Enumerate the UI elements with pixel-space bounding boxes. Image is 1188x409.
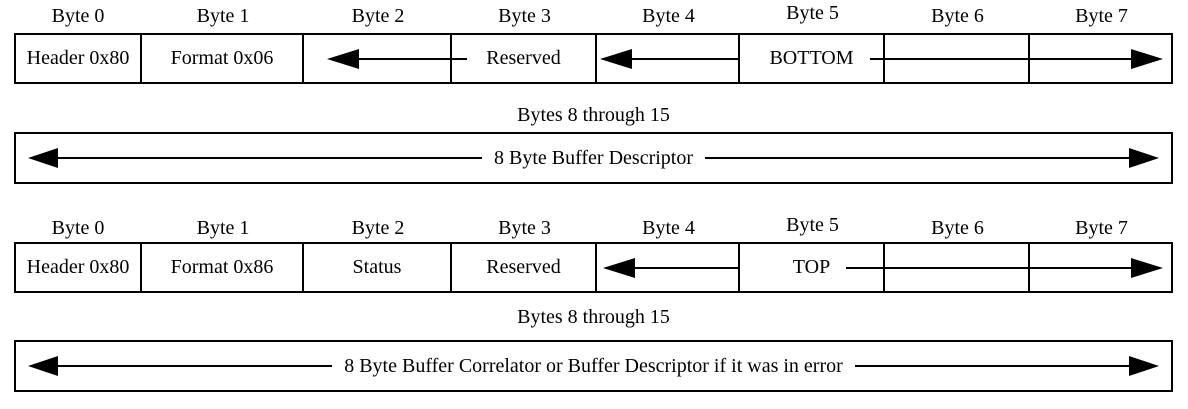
byte-table: Header 0x80 Format 0x06 Reserved BOTTOM: [14, 33, 1173, 84]
reserved-cell: Reserved: [452, 35, 597, 82]
format-cell: Format 0x06: [142, 35, 304, 82]
descriptor-label: 8 Byte Buffer Correlator or Buffer Descr…: [344, 354, 843, 377]
arrow-shaft: [58, 157, 482, 159]
byte-3-label: Byte 3: [498, 5, 551, 27]
arrow-shaft: [58, 365, 333, 367]
byte-table: Header 0x80 Format 0x86 Status Reserved …: [14, 242, 1173, 293]
byte-7-label: Byte 7: [1075, 217, 1128, 239]
byte-7-label: Byte 7: [1075, 5, 1128, 27]
byte-2-label: Byte 2: [351, 217, 405, 239]
right-arrowhead-icon: [1129, 148, 1159, 168]
byte-5-label: Byte 5: [786, 2, 839, 24]
empty-cell-byte4: [597, 244, 740, 291]
left-arrowhead-icon: [28, 356, 58, 376]
empty-cell-byte7: [1030, 244, 1171, 291]
byte-1-label: Byte 1: [196, 5, 250, 27]
empty-cell-byte6: [885, 244, 1030, 291]
byte-5-label: Byte 5: [786, 214, 839, 236]
right-arrow: [705, 134, 1159, 182]
header-cell: Header 0x80: [16, 35, 142, 82]
byte-labels-row: Byte 0 Byte 1 Byte 2 Byte 3 Byte 4 Byte …: [0, 2, 1188, 31]
arrow-shaft: [705, 157, 1129, 159]
reserved-cell: Reserved: [452, 244, 597, 291]
bytes-8-15-label: Bytes 8 through 15: [517, 104, 670, 126]
byte-0-label: Byte 0: [51, 5, 105, 27]
right-arrow: [854, 342, 1159, 390]
arrow-shaft: [854, 365, 1129, 367]
byte-2-label: Byte 2: [351, 5, 405, 27]
descriptor-label: 8 Byte Buffer Descriptor: [493, 146, 694, 169]
byte-4-label: Byte 4: [642, 217, 695, 239]
right-arrowhead-icon: [1129, 356, 1159, 376]
left-arrow: [28, 134, 482, 182]
buffer-descriptor-box: 8 Byte Buffer Descriptor: [14, 132, 1173, 184]
left-arrow: [28, 342, 333, 390]
byte-labels-row: Byte 0 Byte 1 Byte 2 Byte 3 Byte 4 Byte …: [0, 214, 1188, 243]
byte-0-label: Byte 0: [51, 217, 105, 239]
status-cell: Status: [304, 244, 452, 291]
left-arrowhead-icon: [28, 148, 58, 168]
header-cell: Header 0x80: [16, 244, 142, 291]
buffer-correlator-box: 8 Byte Buffer Correlator or Buffer Descr…: [14, 340, 1173, 392]
byte-6-label: Byte 6: [931, 5, 984, 27]
byte-3-label: Byte 3: [498, 217, 551, 239]
byte-4-label: Byte 4: [642, 5, 695, 27]
top-cell: TOP: [740, 244, 885, 291]
bytes-8-15-label: Bytes 8 through 15: [517, 306, 670, 328]
byte-1-label: Byte 1: [196, 217, 250, 239]
byte-6-label: Byte 6: [931, 217, 984, 239]
format-cell: Format 0x86: [142, 244, 304, 291]
